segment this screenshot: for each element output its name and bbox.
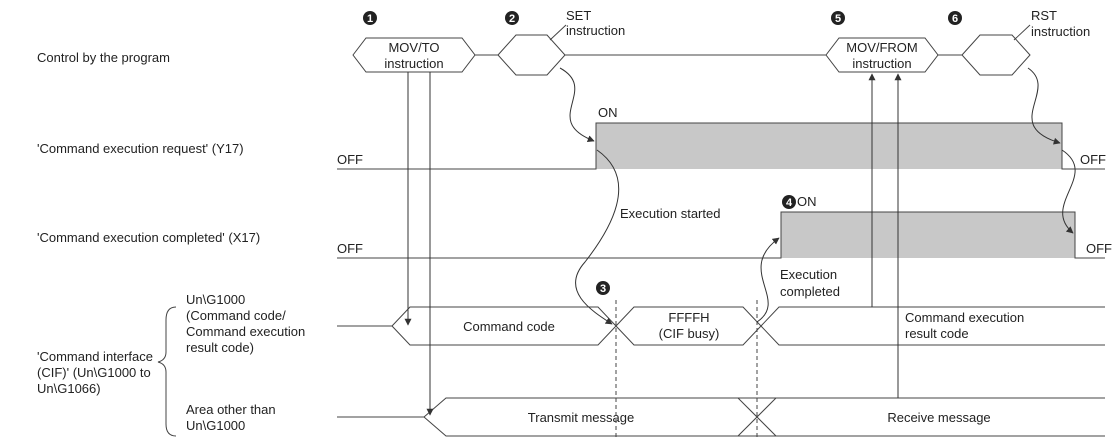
mov-to-label-line1: MOV/TO: [388, 40, 439, 55]
x17-on-label: ON: [797, 194, 817, 209]
step-marker-3: 3: [596, 281, 610, 295]
step-marker-5: 5: [831, 11, 845, 25]
svg-text:4: 4: [786, 197, 793, 209]
row-label-command-execution-completed: 'Command execution completed' (X17): [37, 230, 261, 245]
dashed-guides: [615, 300, 758, 439]
y17-on-label: ON: [598, 105, 618, 120]
row-label-command-interface: 'Command interface (CIF)' (Un\G1000 to U…: [37, 349, 153, 396]
busy-label-line1: FFFFH: [668, 310, 709, 325]
y17-off-label-left: OFF: [337, 152, 363, 167]
result-code-label-line2: result code: [905, 326, 969, 341]
y17-off-label-right: OFF: [1080, 152, 1106, 167]
g1000-bus: [337, 306, 1105, 346]
svg-text:5: 5: [835, 13, 841, 25]
set-label-line1: SET: [566, 8, 591, 23]
busy-label-line2: (CIF busy): [659, 326, 720, 341]
step-marker-2: 2: [505, 11, 519, 25]
step-marker-4: 4: [782, 195, 796, 209]
y17-to-busy-arrow: [575, 149, 620, 325]
y17-on-pulse: [596, 123, 1062, 169]
cif-group-brace: [157, 306, 177, 437]
receive-message-label: Receive message: [887, 410, 990, 425]
svg-text:3: 3: [600, 283, 606, 295]
svg-text:2: 2: [509, 13, 515, 25]
svg-text:6: 6: [952, 13, 958, 25]
svg-text:1: 1: [367, 13, 373, 25]
completion-to-x17-arrow: [756, 237, 780, 323]
result-code-label-line1: Command execution: [905, 310, 1024, 325]
execution-started-label: Execution started: [620, 206, 720, 221]
execution-completed-label-line2: completed: [780, 284, 840, 299]
mov-to-label-line2: instruction: [384, 56, 443, 71]
step-marker-1: 1: [363, 11, 377, 25]
rst-instruction-box: [961, 34, 1031, 76]
y17-signal-line: [337, 122, 1105, 170]
rst-label-line2: instruction: [1031, 24, 1090, 39]
command-code-label: Command code: [463, 319, 555, 334]
program-row: [352, 24, 1031, 76]
x17-on-pulse: [781, 212, 1075, 258]
set-label-line2: instruction: [566, 23, 625, 38]
rst-label-line1: RST: [1031, 8, 1057, 23]
flow-arrows: [404, 67, 1076, 416]
row-label-command-execution-request: 'Command execution request' (Y17): [37, 141, 244, 156]
rst-to-y17-arrow: [1027, 67, 1061, 145]
x17-off-label-left: OFF: [337, 241, 363, 256]
y17-to-x17-arrow: [1061, 149, 1076, 234]
row-label-g1000: Un\G1000 (Command code/ Command executio…: [186, 292, 306, 355]
mov-to-instruction-box: [352, 37, 476, 73]
row-label-other-area: Area other than Un\G1000: [186, 402, 276, 433]
x17-signal-line: [337, 211, 1105, 259]
mov-from-label-line2: instruction: [852, 56, 911, 71]
set-label-leader: [549, 24, 567, 41]
x17-off-label-right: OFF: [1086, 241, 1112, 256]
set-instruction-box: [497, 34, 566, 76]
set-to-y17-arrow: [559, 67, 595, 142]
row-label-program: Control by the program: [37, 50, 170, 65]
mov-from-label-line1: MOV/FROM: [846, 40, 918, 55]
step-marker-6: 6: [948, 11, 962, 25]
rst-label-leader: [1013, 24, 1031, 41]
transmit-message-label: Transmit message: [528, 410, 634, 425]
execution-completed-label-line1: Execution: [780, 267, 837, 282]
mov-from-instruction-box: [825, 37, 939, 73]
